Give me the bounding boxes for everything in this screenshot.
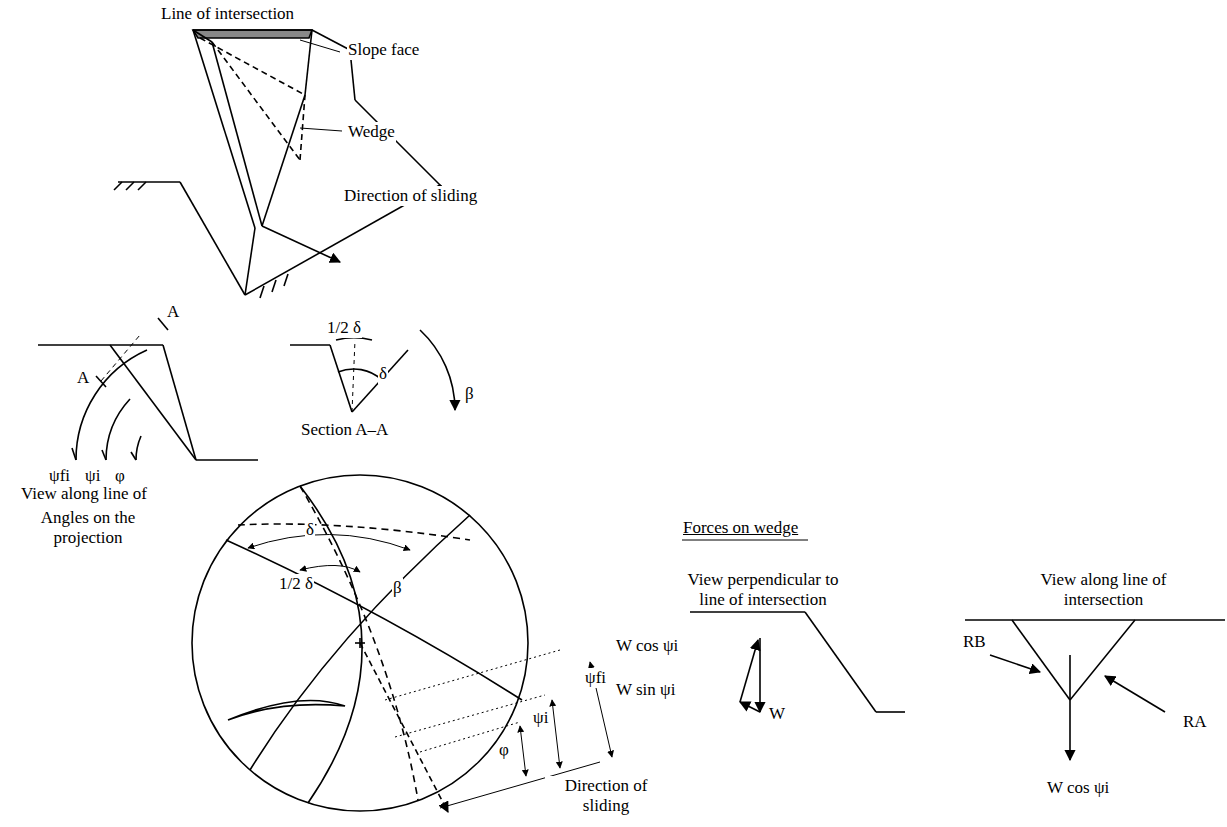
force-diagram-along <box>965 620 1225 760</box>
force-diagram-perpendicular <box>690 612 905 712</box>
part-label: Wedge <box>347 122 396 142</box>
force-label: RB <box>962 632 987 652</box>
part-label: Direction of sliding <box>343 186 478 206</box>
heading-underline <box>682 540 808 541</box>
view-title: View along line of intersection <box>1015 570 1192 610</box>
force-label: W cos ψi <box>615 636 679 656</box>
force-label: RA <box>1182 712 1208 732</box>
angle-label: β <box>464 384 475 404</box>
stereonet <box>192 475 612 812</box>
force-label: W sin ψi <box>615 680 676 700</box>
angle-label: δ <box>305 520 315 540</box>
angle-label: δ <box>378 364 388 384</box>
view-title: View perpendicular to line of intersecti… <box>672 570 854 610</box>
angle-label: φ <box>498 740 510 760</box>
view-title: Angles on the projection <box>28 508 148 548</box>
angle-label: ψi <box>532 708 549 728</box>
angle-label: 1/2 δ <box>326 318 362 338</box>
angle-label: ψfi <box>48 466 71 486</box>
section-mark: A <box>166 302 180 322</box>
section-view <box>38 318 258 460</box>
section-a-a <box>290 330 455 412</box>
angle-label: β <box>392 578 403 598</box>
section-heading: Forces on wedge <box>682 518 799 538</box>
angle-label: ψi <box>84 466 101 486</box>
angle-label: 1/2 δ <box>278 574 314 594</box>
view-title: Section A–A <box>300 420 389 440</box>
wedge-sketch <box>114 30 445 298</box>
angle-label: ψfi <box>584 668 607 688</box>
part-label: Direction of sliding <box>545 776 667 816</box>
part-label: Slope face <box>347 40 420 60</box>
force-label: W <box>768 704 786 724</box>
angle-label: φ <box>114 466 126 486</box>
force-label: W cos ψi <box>1046 778 1110 798</box>
section-mark: A <box>76 368 90 388</box>
part-label: Line of intersection <box>160 4 295 24</box>
